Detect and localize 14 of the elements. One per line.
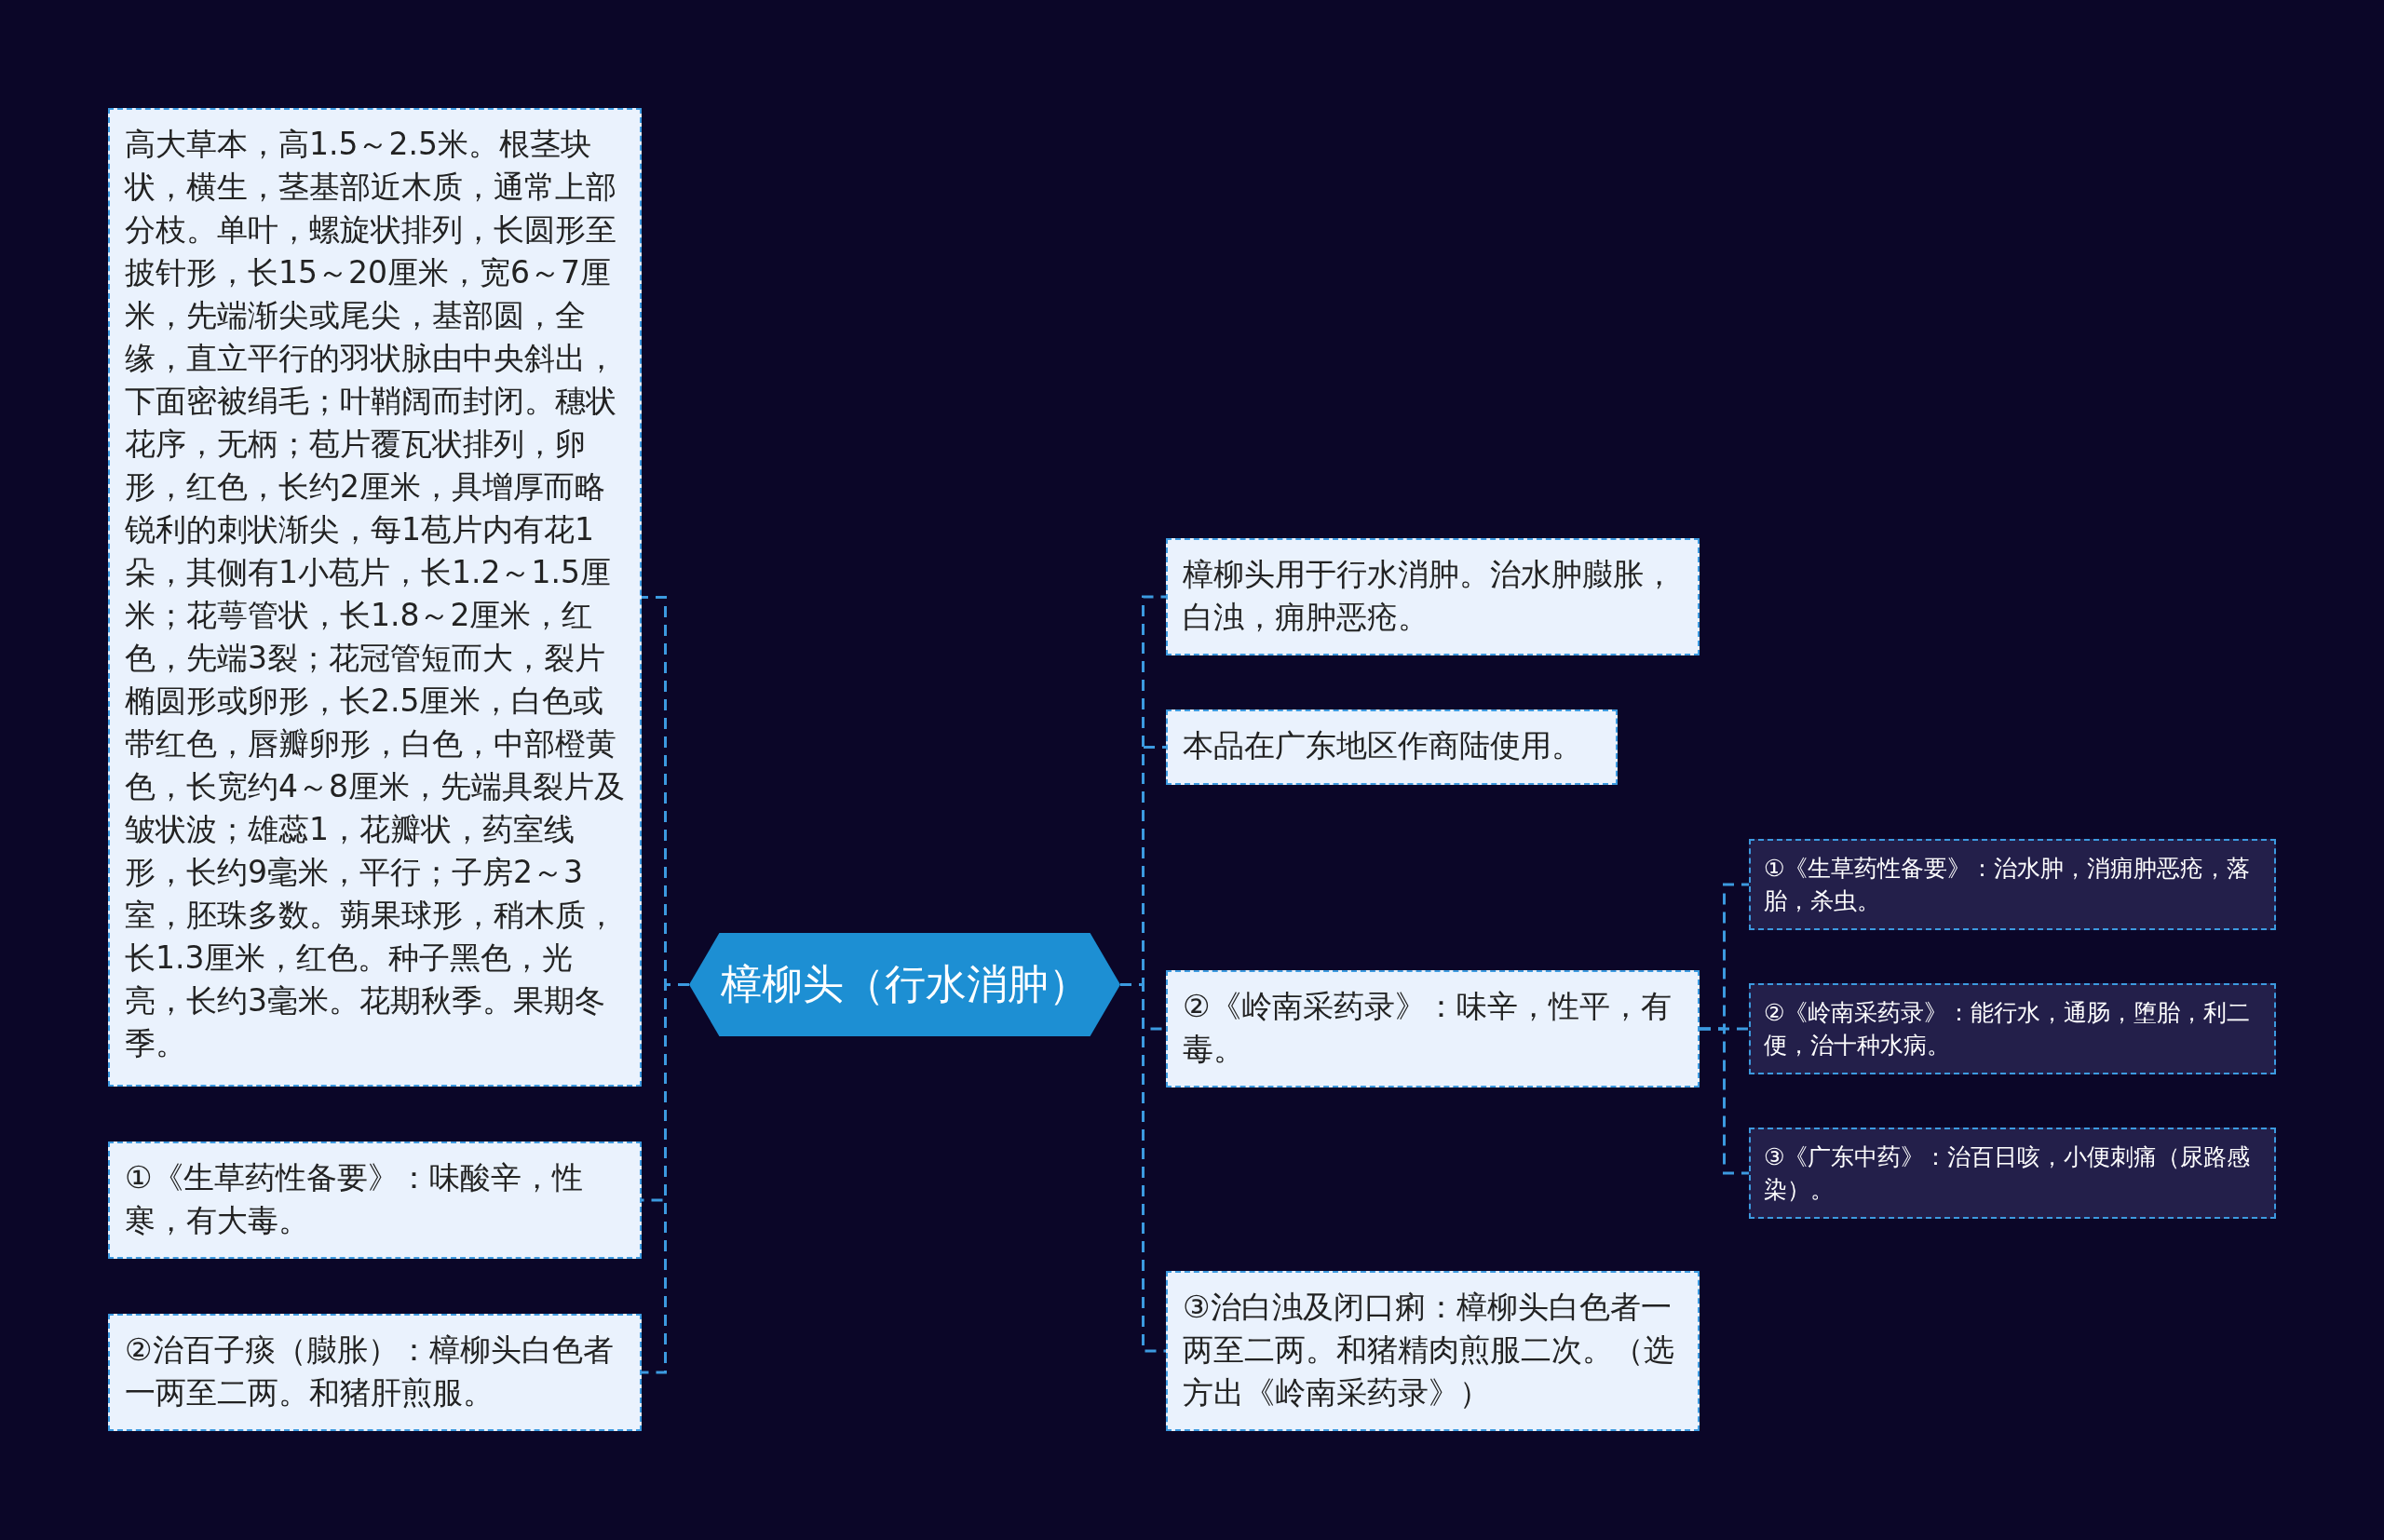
- quote-box: ①《生草药性备要》：治水肿，消痈肿恶疮，落胎，杀虫。: [1749, 839, 2276, 930]
- note-box: 樟柳头用于行水消肿。治水肿臌胀，白浊，痈肿恶疮。: [1166, 538, 1700, 655]
- topic-hexagon: 樟柳头（行水消肿）: [689, 933, 1120, 1036]
- quote-box: ②《岭南采药录》：能行水，通肠，堕胎，利二便，治十种水病。: [1749, 983, 2276, 1074]
- note-box: 高大草本，高1.5～2.5米。根茎块状，横生，茎基部近木质，通常上部分枝。单叶，螺旋状排列，长圆形至披针形，长15～20厘米，宽6～7厘米，先端渐尖或尾尖，基部圆，全缘，直立平行的羽状脉由中央斜出，下面密被绢毛；叶鞘阔而封闭。穗状花序，无柄；苞片覆瓦状排列，卵形，红色，长约2厘米，具增厚而略锐利的刺状渐尖，每1苞片内有花1朵，其侧有1小苞片，长1.2～1.5厘米；花萼管状，长1.8～2厘米，红色，先端3裂；花冠管短而大，裂片椭圆形或卵形，长2.5厘米，白色或带红色，唇瓣卵形，白色，中部橙黄色，长宽约4～8厘米，先端具裂片及皱状波；雄蕊1，花瓣状，药室线形，长约9毫米，平行；子房2～3室，胚珠多数。蒴果球形，稍木质，长1.3厘米，红色。种子黑色，光亮，长约3毫米。花期秋季。果期冬季。: [108, 108, 642, 1087]
- connector: [1700, 1027, 1749, 1175]
- connector: [1120, 983, 1166, 1353]
- note-box: ②治百子痰（臌胀）：樟柳头白色者一两至二两。和猪肝煎服。: [108, 1314, 642, 1431]
- note-box: ①《生草药性备要》：味酸辛，性寒，有大毒。: [108, 1141, 642, 1259]
- quote-box: ③《广东中药》：治百日咳，小便刺痛（尿路感染）。: [1749, 1128, 2276, 1219]
- note-box: ②《岭南采药录》：味辛，性平，有毒。: [1166, 970, 1700, 1087]
- note-box: 本品在广东地区作商陆使用。: [1166, 709, 1618, 785]
- connector: [642, 983, 689, 1374]
- note-box: ③治白浊及闭口痢：樟柳头白色者一两至二两。和猪精肉煎服二次。（选方出《岭南采药录》）: [1166, 1271, 1700, 1431]
